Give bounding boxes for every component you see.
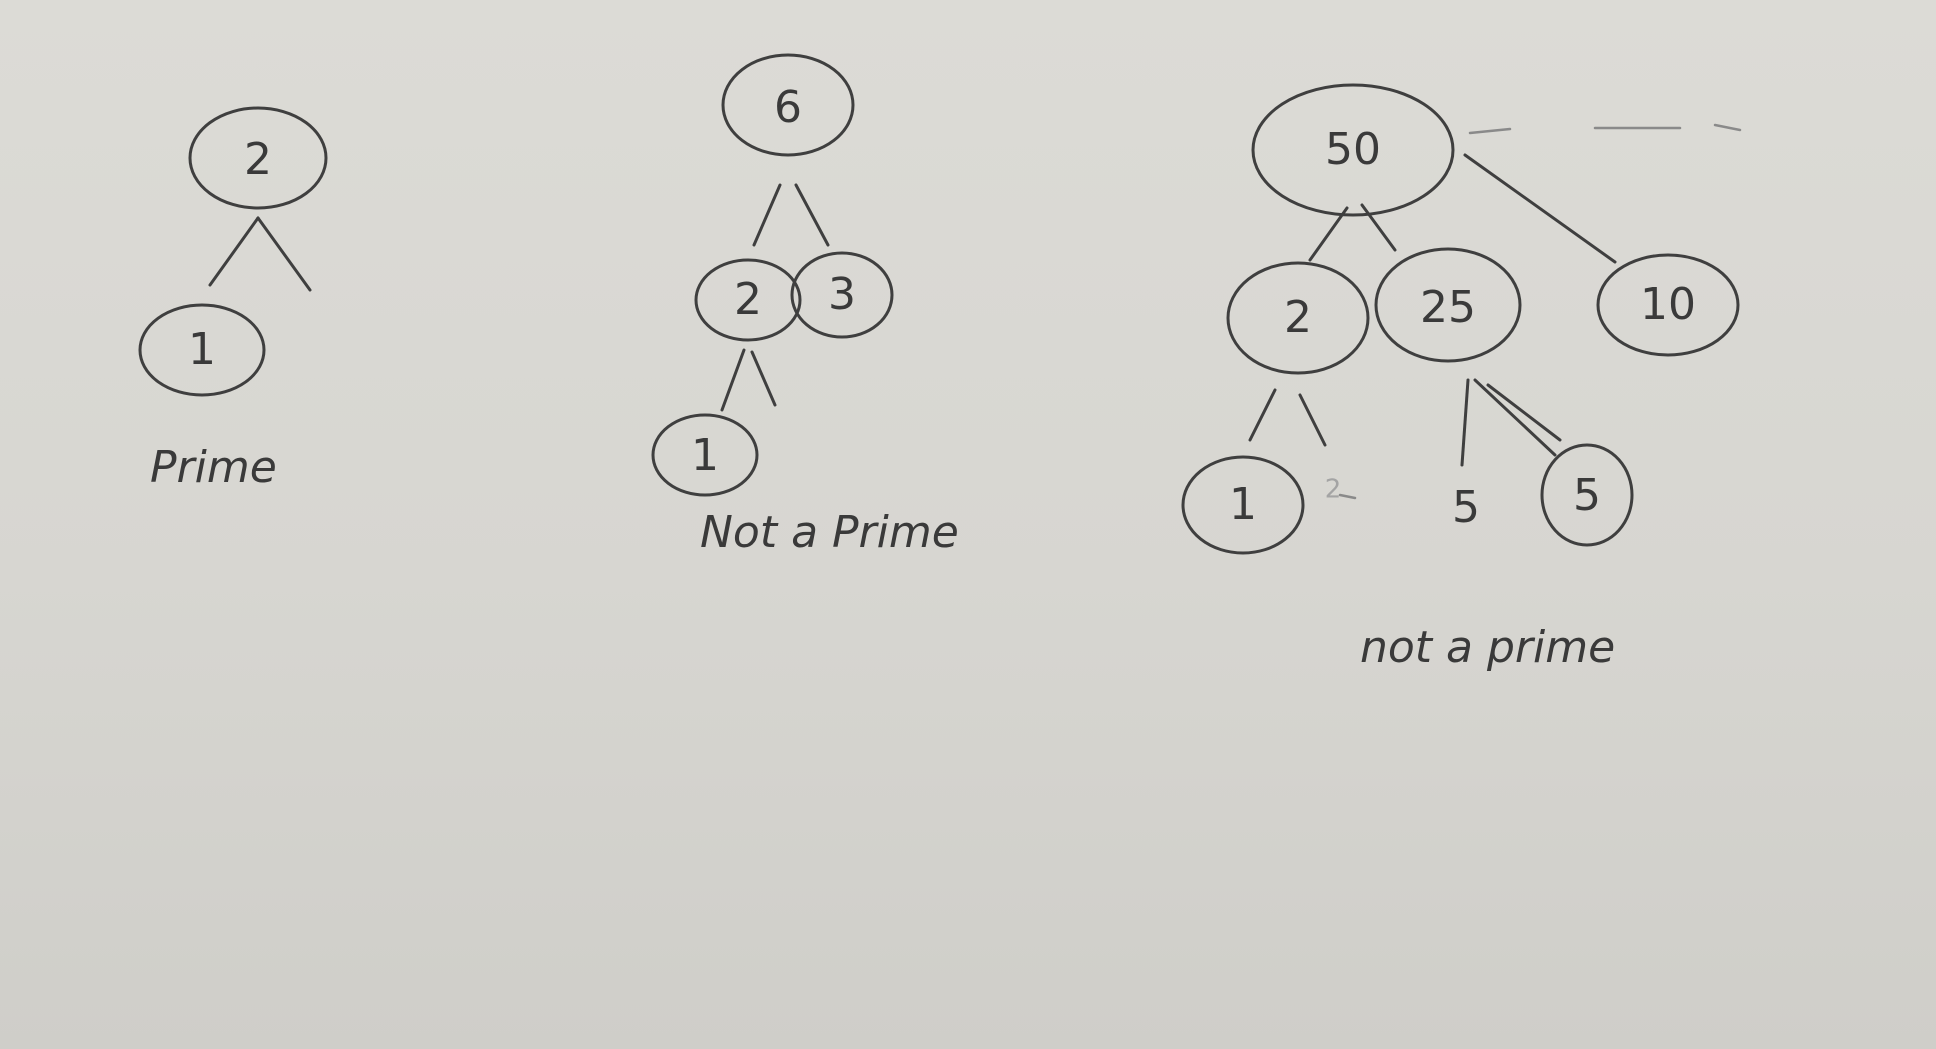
tree-50-edge-middle [1360, 203, 1397, 252]
tree-6-edge-left [752, 183, 782, 247]
tree-2-label: Prime [150, 442, 277, 493]
tree-50-grandchild-2-underline [1338, 493, 1357, 500]
tree-50-edge-grandchild-5a [1460, 378, 1470, 467]
tree-50-edge-grandchild-1 [1248, 388, 1277, 442]
tree-50-child-middle-value: 25 [1420, 282, 1476, 333]
tree-2-child-left-value: 1 [188, 324, 216, 375]
tree-50-edge-right [1463, 153, 1617, 264]
tree-50-child-right-value: 10 [1640, 279, 1696, 330]
tree-50-edge-grandchild-5b-double [1486, 383, 1562, 442]
tree-50-child-right-circle [1596, 253, 1740, 357]
tree-6-root-circle [721, 53, 855, 157]
tree-50: 50 2 25 10 1 2 5 5 not [1181, 83, 1742, 673]
tree-6-edge-grandchild-left [720, 348, 746, 412]
tree-2-child-left-circle [138, 303, 266, 397]
tree-50-light-dash-1 [1468, 127, 1512, 135]
tree-6-child-left-value: 2 [734, 274, 762, 325]
tree-50-root-value: 50 [1325, 124, 1381, 175]
tree-50-child-middle-circle [1374, 247, 1522, 363]
tree-6-label: Not a Prime [700, 507, 959, 558]
tree-2-edge-left [208, 216, 260, 287]
tree-2-root-value: 2 [244, 134, 272, 185]
tree-6-child-right-value: 3 [828, 269, 856, 320]
tree-50-edge-grandchild-2 [1298, 393, 1327, 447]
tree-6-edge-right [794, 183, 830, 247]
tree-6-grandchild-left-circle [651, 413, 759, 497]
tree-6-grandchild-left-value: 1 [691, 430, 719, 481]
tree-50-root-circle [1251, 83, 1455, 217]
tree-2: 2 1 Prime [138, 106, 328, 493]
tree-50-grandchild-1-circle [1181, 455, 1305, 555]
tree-50-edge-left [1308, 206, 1349, 262]
tree-2-edge-right [256, 216, 312, 292]
tree-50-grandchild-5b-value: 5 [1573, 470, 1601, 521]
tree-50-grandchild-5a-value: 5 [1452, 482, 1480, 533]
tree-50-child-left-value: 2 [1284, 292, 1312, 343]
tree-2-root-circle [188, 106, 328, 210]
tree-50-child-left-circle [1226, 261, 1370, 375]
tree-6-child-left-circle [694, 258, 802, 342]
tree-50-edge-grandchild-5b [1473, 378, 1557, 457]
tree-6-child-right-circle [790, 251, 894, 339]
tree-50-grandchild-5b-circle [1540, 443, 1634, 547]
tree-6-edge-grandchild-right [750, 350, 777, 407]
tree-6-root-value: 6 [774, 82, 802, 133]
tree-50-grandchild-2-value: 2 [1325, 475, 1342, 505]
tree-50-grandchild-1-value: 1 [1229, 479, 1257, 530]
tree-50-label: not a prime [1360, 622, 1615, 673]
tree-6: 6 2 3 1 Not a Prime [651, 53, 959, 558]
tree-50-light-dash-3 [1713, 123, 1742, 132]
